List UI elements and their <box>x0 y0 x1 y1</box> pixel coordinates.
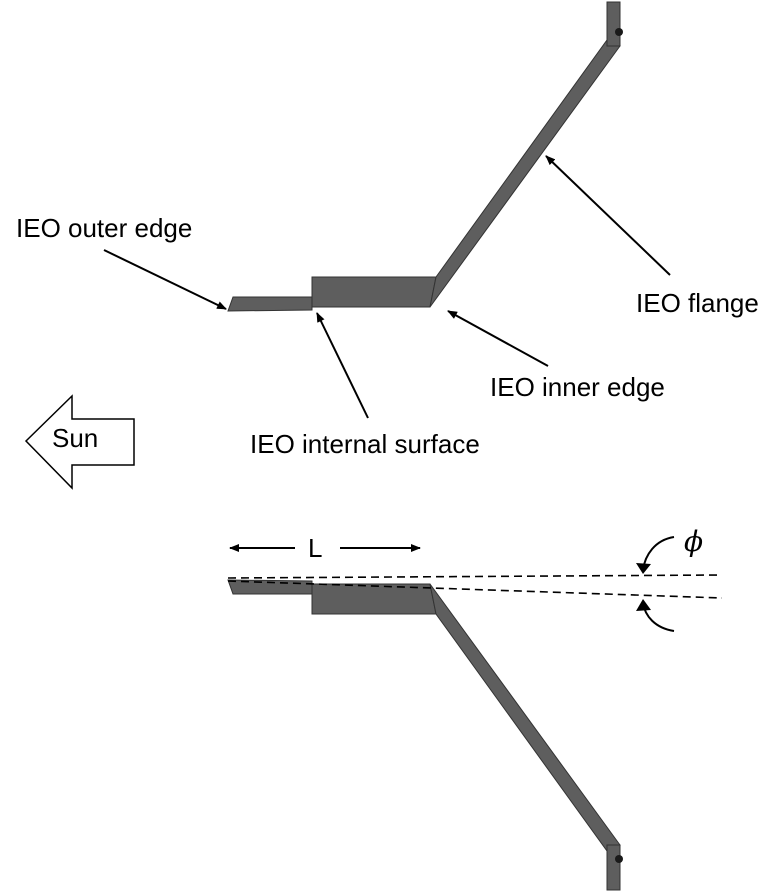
sun-label: Sun <box>52 423 98 453</box>
inner-edge-label: IEO inner edge <box>490 372 665 402</box>
phi-lower-arrowhead <box>636 599 651 611</box>
upper-mount-tab <box>606 1 621 47</box>
inner-edge-pointer <box>447 310 549 367</box>
upper-outer-edge-lip <box>227 296 313 312</box>
dashed-line-inclined <box>227 580 723 599</box>
flange-pointer <box>545 155 671 276</box>
flange-label: IEO flange <box>636 288 759 318</box>
upper-mount-hole <box>615 28 623 36</box>
sun-direction-arrow: Sun <box>24 394 135 490</box>
outer-edge-label: IEO outer edge <box>16 213 192 243</box>
angle-indicator: ϕ <box>636 525 703 632</box>
internal-surface-label: IEO internal surface <box>250 429 480 459</box>
phi-label: ϕ <box>684 525 703 558</box>
lower-flange <box>429 583 621 852</box>
upper-ieo-part <box>227 1 623 312</box>
internal-surface-pointer <box>316 312 369 419</box>
outer-edge-pointer <box>103 249 227 310</box>
upper-annotations <box>103 155 671 419</box>
sun-arrow-outline <box>24 394 135 490</box>
upper-flange <box>429 39 621 308</box>
lower-mount-hole <box>615 855 623 863</box>
lower-ieo-part <box>227 579 623 891</box>
upper-internal-body <box>311 276 437 308</box>
dashed-line-horizontal <box>227 574 721 579</box>
length-label: L <box>308 533 322 563</box>
length-dimension: L <box>229 533 421 563</box>
lower-mount-tab <box>606 844 621 891</box>
angle-reference-lines <box>227 574 723 599</box>
phi-upper-arrowhead <box>636 563 651 574</box>
lower-internal-body <box>311 583 437 615</box>
